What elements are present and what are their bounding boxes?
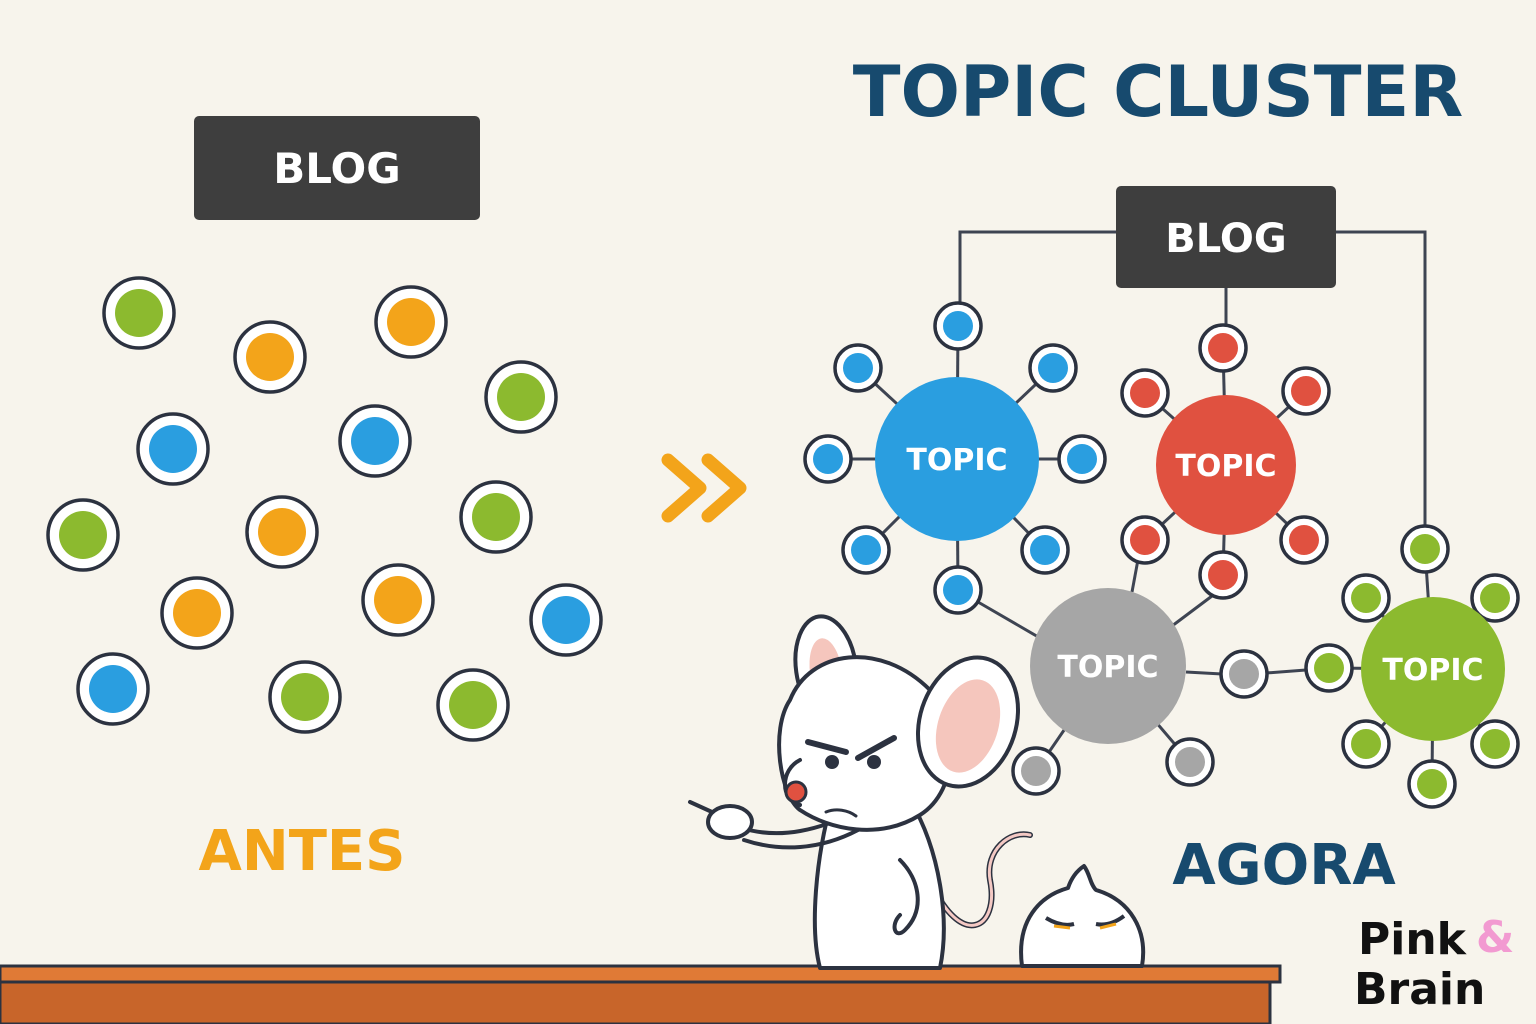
logo-ampersand: & [1476, 912, 1514, 963]
blog-connectors [958, 230, 1427, 530]
post-dot [136, 412, 210, 486]
subtopic-dot [1341, 573, 1391, 623]
before-section: BLOG ANTES [46, 116, 603, 884]
topic-hub [1361, 597, 1505, 741]
subtopic-dot [1279, 515, 1329, 565]
post-dot [102, 276, 176, 350]
topic-label: TOPIC [906, 443, 1007, 478]
post-dot [233, 320, 307, 394]
after-caption: AGORA [1172, 833, 1396, 898]
desk [0, 964, 1282, 1024]
subtopic-dot [1011, 746, 1061, 796]
mouse-mascot-icon [688, 614, 1033, 970]
post-dot [245, 495, 319, 569]
post-dot [76, 652, 150, 726]
subtopic-dot [1400, 524, 1450, 574]
before-caption: ANTES [199, 819, 406, 884]
subtopic-dot [1020, 525, 1070, 575]
topic-hub [875, 377, 1039, 541]
topic-label: TOPIC [1057, 650, 1158, 685]
topic-clusters: TOPIC TOPIC TOPIC TOPIC [803, 301, 1520, 809]
subtopic-dot [1470, 573, 1520, 623]
scattered-posts [46, 276, 603, 742]
post-dot [459, 480, 533, 554]
logo-line2: Brain [1354, 964, 1485, 1015]
subtopic-dot [1341, 719, 1391, 769]
post-dot [160, 576, 234, 650]
post-dot [268, 660, 342, 734]
topic-cluster-gray: TOPIC [1011, 588, 1215, 796]
subtopic-dot [1470, 719, 1520, 769]
subtopic-dot [1198, 323, 1248, 373]
subtopic-dot [833, 343, 883, 393]
topic-label: TOPIC [1175, 449, 1276, 484]
post-dot [361, 563, 435, 637]
blog-box-after [1116, 186, 1336, 288]
post-dot [529, 583, 603, 657]
subtopic-dot [841, 525, 891, 575]
topic-cluster-red: TOPIC [1120, 323, 1331, 600]
blog-label-before: BLOG [273, 144, 400, 193]
diagram-title: TOPIC CLUSTER [853, 51, 1464, 133]
topic-cluster-green: TOPIC [1304, 524, 1520, 809]
post-dot [436, 668, 510, 742]
pink-and-brain-logo: Pink & Brain [1354, 912, 1514, 1015]
subtopic-dot [1304, 643, 1354, 693]
topic-hub [1156, 395, 1296, 535]
subtopic-dot [933, 301, 983, 351]
post-dot [46, 498, 120, 572]
cluster-connectors [977, 537, 1307, 676]
post-dot [374, 285, 448, 359]
small-creature-icon [1019, 864, 1146, 968]
double-chevron-right-icon [661, 453, 747, 523]
topic-cluster-blue: TOPIC [803, 301, 1107, 615]
topic-hub [1030, 588, 1186, 744]
subtopic-dot [1407, 759, 1457, 809]
after-section: TOPIC TOPIC TOPIC TOPIC BLOG AGORA [803, 186, 1520, 898]
subtopic-dot [1198, 550, 1248, 600]
connector-dot [1219, 649, 1269, 699]
subtopic-dot [1028, 343, 1078, 393]
subtopic-dot [803, 434, 853, 484]
subtopic-dot [933, 565, 983, 615]
blog-box-before [194, 116, 480, 220]
post-dot [338, 404, 412, 478]
subtopic-dot [1120, 515, 1170, 565]
blog-label-after: BLOG [1165, 216, 1286, 262]
subtopic-dot [1281, 366, 1331, 416]
post-dot [484, 360, 558, 434]
logo-line1: Pink [1358, 914, 1468, 965]
subtopic-dot [1165, 737, 1215, 787]
subtopic-dot [1057, 434, 1107, 484]
topic-label: TOPIC [1382, 653, 1483, 688]
subtopic-dot [1120, 368, 1170, 418]
